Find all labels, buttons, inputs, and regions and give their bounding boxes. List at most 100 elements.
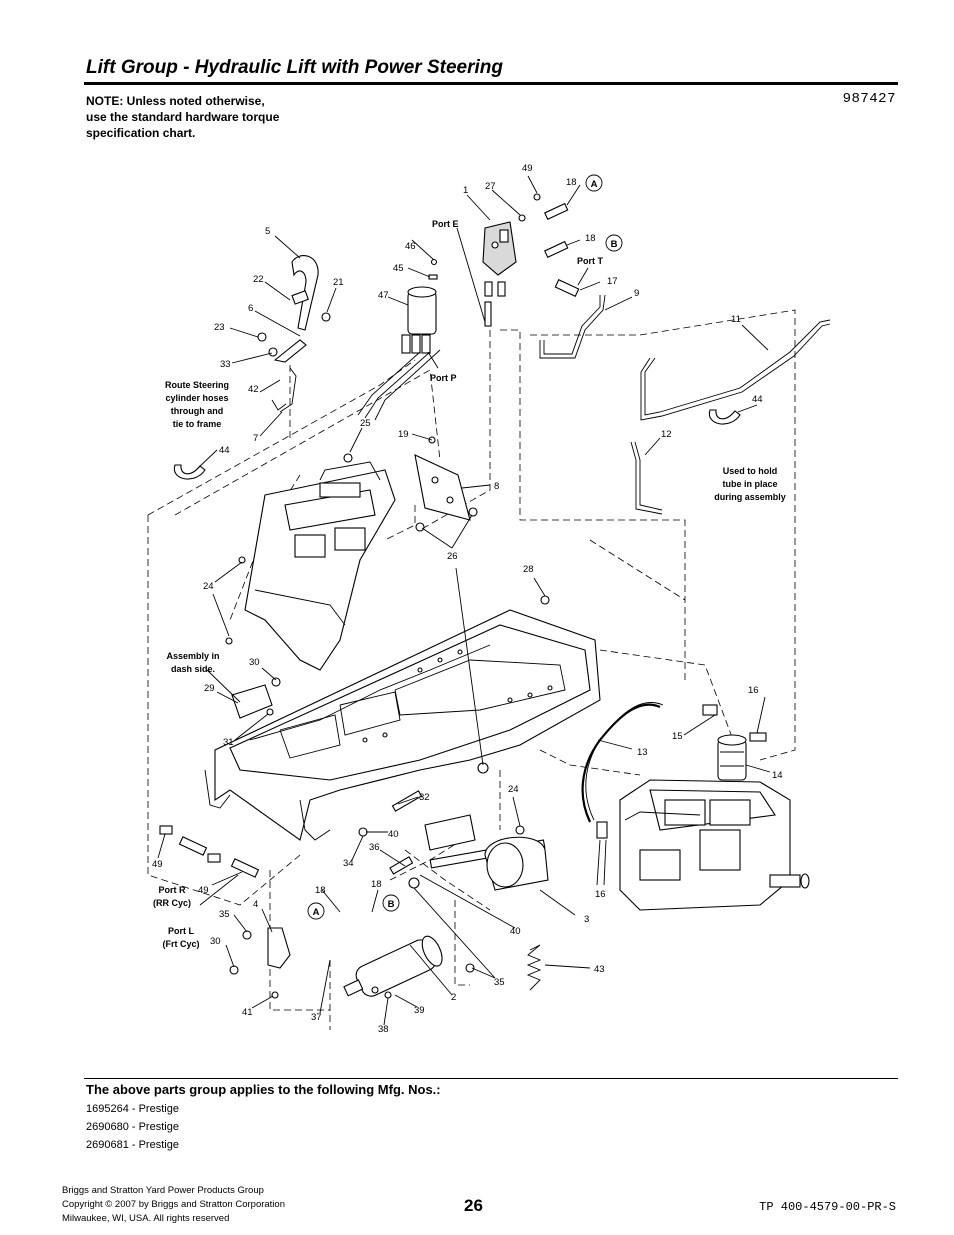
callout-26: 26: [447, 551, 458, 562]
callout-33: 33: [220, 359, 231, 370]
callout-23: 23: [214, 322, 225, 333]
dash-panel: [244, 461, 396, 671]
used-note-line: tube in place: [722, 479, 777, 489]
callout-9: 9: [634, 288, 639, 299]
callout-19: 19: [398, 429, 409, 440]
circle-b-top-label: B: [611, 239, 618, 250]
port-l-label: Port L: [168, 926, 195, 936]
callout-15: 15: [672, 731, 683, 742]
callout-24b: 24: [508, 784, 519, 795]
callout-12: 12: [661, 429, 672, 440]
port-r-sub: (RR Cyc): [153, 898, 191, 908]
applies-heading: The above parts group applies to the fol…: [86, 1082, 441, 1097]
callout-49c: 49: [198, 885, 209, 896]
callout-41: 41: [242, 1007, 253, 1018]
callout-43: 43: [594, 964, 605, 975]
callout-14: 14: [772, 770, 783, 781]
port-labels: Port E Port T Port P Port R (RR Cyc) Por…: [153, 219, 604, 949]
mfg-number-item: 2690681 - Prestige: [86, 1139, 179, 1151]
callout-17: 17: [607, 276, 618, 287]
callout-28: 28: [523, 564, 534, 575]
callout-49b: 49: [152, 859, 163, 870]
page-title: Lift Group - Hydraulic Lift with Power S…: [86, 57, 503, 78]
callout-18c: 18: [315, 885, 326, 896]
callout-44a: 44: [219, 445, 230, 456]
callout-8: 8: [494, 481, 499, 492]
callout-29: 29: [204, 683, 215, 694]
callouts: 1 2 3 4 5 6 7 8 9 11 12 13 14 15 16 16 1…: [152, 163, 783, 1035]
callout-35b: 35: [494, 977, 505, 988]
callout-44b: 44: [752, 394, 763, 405]
callout-35a: 35: [219, 909, 230, 920]
callout-2: 2: [451, 992, 456, 1003]
callout-37: 37: [311, 1012, 322, 1023]
circle-a-top-label: A: [591, 179, 598, 190]
callout-27: 27: [485, 181, 496, 192]
callout-21: 21: [333, 277, 344, 288]
footer-line: Briggs and Stratton Yard Power Products …: [62, 1185, 264, 1196]
callout-5: 5: [265, 226, 270, 237]
lift-handle: [257, 255, 331, 413]
callout-40b: 40: [510, 926, 521, 937]
hydraulic-tubes: [357, 294, 831, 823]
page-number: 26: [464, 1196, 483, 1215]
note-line: specification chart.: [86, 126, 196, 140]
applies-rule: [84, 1078, 898, 1079]
circle-b-bottom-label: B: [388, 899, 395, 910]
route-note-line: Route Steering: [165, 380, 229, 390]
callout-40a: 40: [388, 829, 399, 840]
callout-34: 34: [343, 858, 354, 869]
callout-42: 42: [248, 384, 259, 395]
circle-a-bottom: [307, 902, 325, 920]
callout-39: 39: [414, 1005, 425, 1016]
circle-b-bottom: [382, 894, 400, 912]
used-note-line: during assembly: [714, 492, 786, 502]
circle-a-top: [585, 174, 603, 192]
footer-company: Briggs and Stratton Yard Power Products …: [62, 1184, 285, 1226]
doc-code: TP 400-4579-00-PR-S: [759, 1200, 896, 1214]
callout-36: 36: [369, 842, 380, 853]
callout-16b: 16: [595, 889, 606, 900]
assembly-note-line: dash side.: [171, 664, 215, 674]
mfg-number-item: 2690680 - Prestige: [86, 1121, 179, 1133]
torque-note: NOTE: Unless noted otherwise, use the st…: [86, 93, 326, 141]
callout-46: 46: [405, 241, 416, 252]
hydraulic-valve: [401, 221, 517, 354]
callout-30b: 30: [210, 936, 221, 947]
callout-18a: 18: [566, 177, 577, 188]
callout-45: 45: [393, 263, 404, 274]
used-note-line: Used to hold: [723, 466, 778, 476]
tractor-frame: [204, 609, 601, 841]
callout-30a: 30: [249, 657, 260, 668]
callout-11: 11: [731, 314, 741, 325]
callout-24a: 24: [203, 581, 214, 592]
callout-18d: 18: [371, 879, 382, 890]
assembly-note-line: Assembly in: [166, 651, 219, 661]
port-e-label: Port E: [432, 219, 459, 229]
reference-circles: A B A B: [307, 174, 623, 920]
callout-6: 6: [248, 303, 253, 314]
port-r-label: Port R: [159, 885, 187, 895]
transmission: [619, 779, 810, 911]
callout-13: 13: [637, 747, 648, 758]
callout-47: 47: [378, 290, 389, 301]
callout-38: 38: [378, 1024, 389, 1035]
note-line: NOTE: Unless noted otherwise,: [86, 94, 265, 108]
callout-18b: 18: [585, 233, 596, 244]
callout-16a: 16: [748, 685, 759, 696]
callout-7: 7: [253, 433, 258, 444]
diagram-number: 987427: [842, 91, 896, 107]
callout-3: 3: [584, 914, 589, 925]
fittings: [159, 193, 767, 878]
route-note-line: tie to frame: [173, 419, 222, 429]
note-line: use the standard hardware torque: [86, 110, 280, 124]
assembly-notes: Route Steering cylinder hoses through an…: [165, 380, 786, 674]
port-t-label: Port T: [577, 256, 604, 266]
footer-line: Copyright © 2007 by Briggs and Stratton …: [62, 1199, 285, 1210]
leader-lines: [157, 175, 771, 1026]
footer-line: Milwaukee, WI, USA. All rights reserved: [62, 1213, 230, 1224]
circle-a-bottom-label: A: [313, 907, 320, 918]
port-l-sub: (Frt Cyc): [162, 939, 199, 949]
callout-49a: 49: [522, 163, 533, 174]
assembly-guide-lines: [147, 309, 796, 1030]
